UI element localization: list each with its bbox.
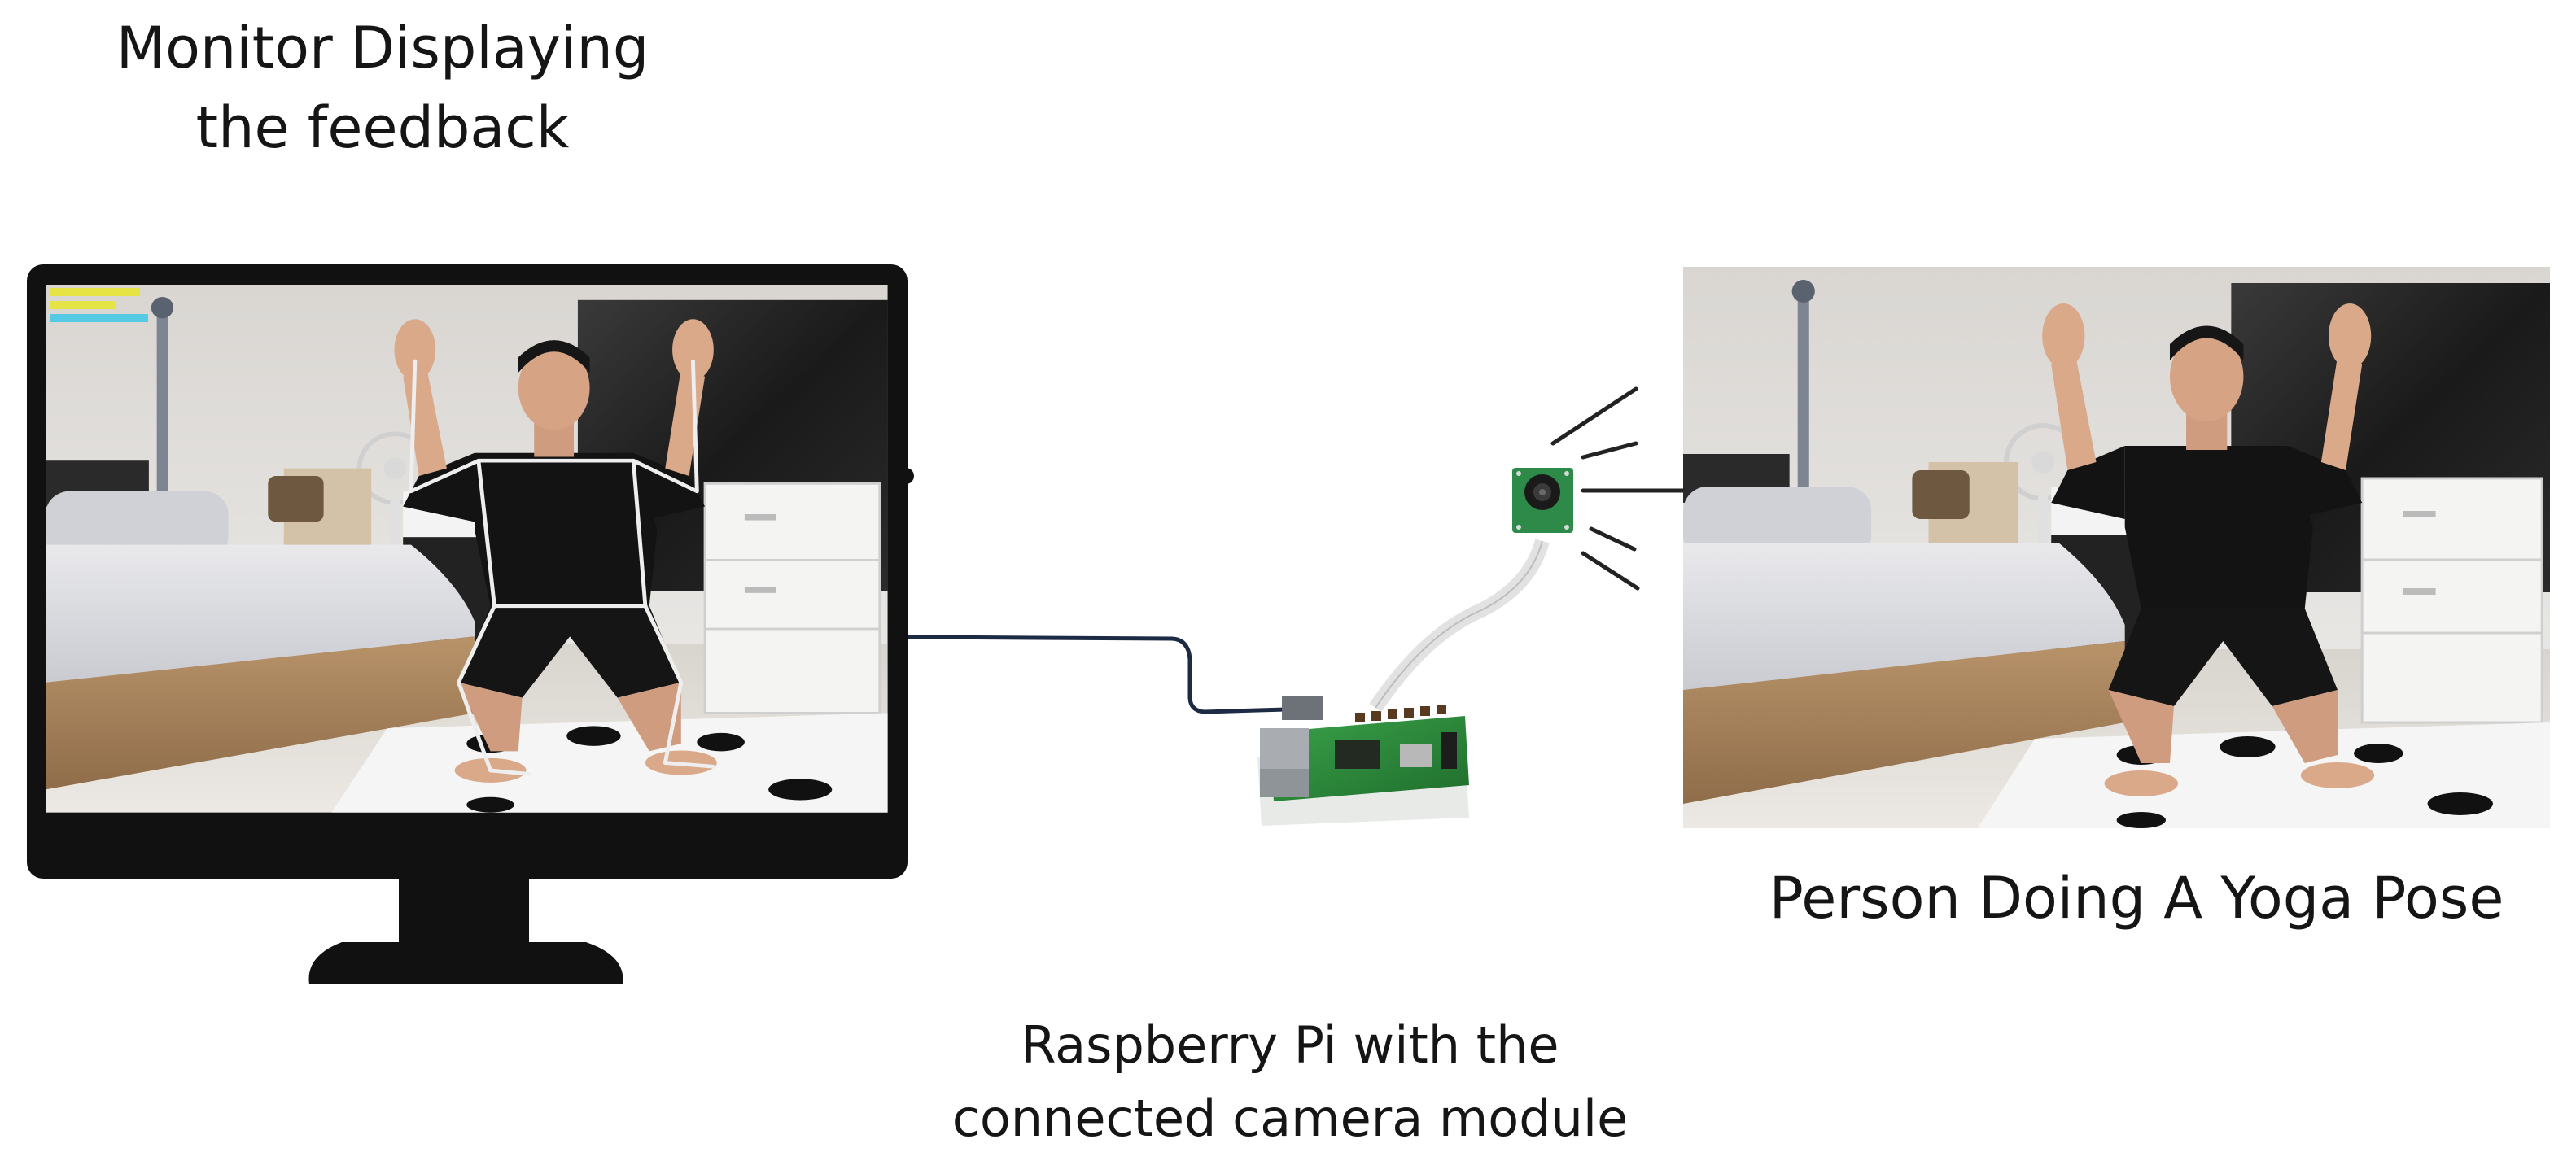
person-photo [1683,267,2550,828]
hdmi-cable [907,635,1287,714]
monitor-base [308,942,623,984]
pi-usb-ports [1260,728,1309,769]
person-label: Person Doing A Yoga Pose [1769,865,2504,932]
monitor-label: Monitor Displaying the feedback [116,15,649,161]
signal-lines-icon [1550,386,1686,591]
pose-skeleton-overlay [409,359,715,776]
raspberry-pi-board-icon [1257,696,1469,826]
monitor-icon [27,264,914,984]
pose-status-overlay [50,288,148,322]
monitor-power-button [898,468,914,484]
raspberry-pi-label: Raspberry Pi with the connected camera m… [951,1015,1629,1148]
monitor-screen [46,285,888,813]
monitor-neck [399,877,529,942]
camera-ribbon-cable [1369,539,1550,712]
camera-module-icon [1512,468,1573,533]
